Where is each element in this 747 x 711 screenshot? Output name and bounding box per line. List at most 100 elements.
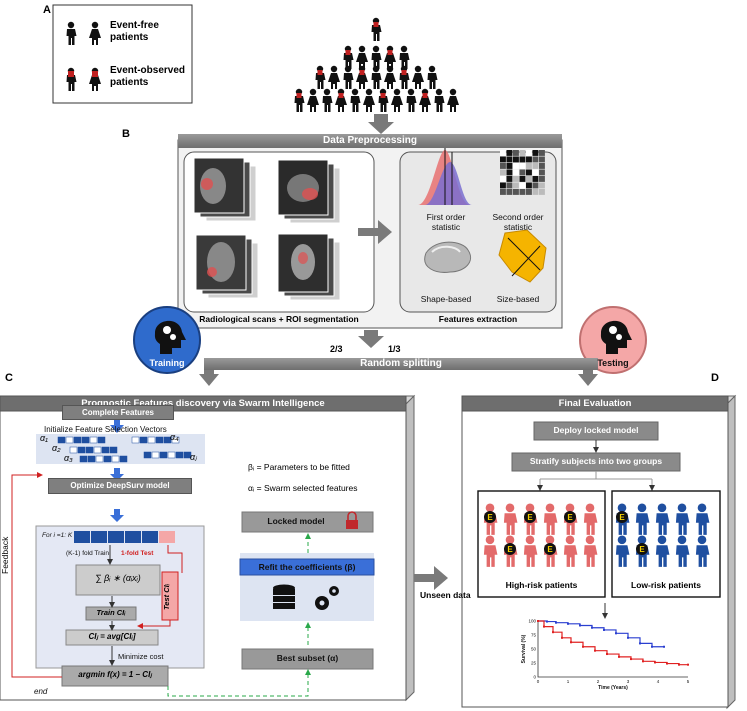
texture-cell [526,189,532,195]
selection-vectors [57,436,192,463]
event-badge [544,543,556,555]
alpha-4: α₄ [170,432,179,442]
vector-cell [97,436,106,444]
init-vectors-label: Initialize Feature Selection Vectors [44,425,167,434]
texture-cell [506,150,513,156]
x-tick-label: 1 [567,679,570,684]
patient-figure [399,45,410,69]
texture-cell [539,150,545,156]
legend-event-observed: Event-observed patients [110,65,186,88]
arrow-to-training [199,368,219,386]
alpha-1: α₁ [40,433,48,443]
preprocessing-title: Data Preprocessing [178,134,562,148]
texture-cell [532,182,539,189]
texture-grid-graphic [500,150,545,195]
vector-cell [93,446,102,454]
database-icon [273,584,295,609]
patient-figure [294,88,305,112]
event-letter: E [527,513,533,522]
arrow-unseen-data [414,566,448,590]
texture-cell [506,169,513,176]
texture-cell [513,156,519,163]
ci-avg-label: CIⱼ = avg[CIᵢ] [88,632,136,641]
patient-figure [412,65,424,89]
y-tick-label: 0 [533,675,536,680]
texture-cell [519,150,526,156]
label-d: D [711,372,719,384]
event-badge [484,511,496,523]
locked-model-box [241,511,374,533]
scan-images [193,157,341,301]
loop-label: For i =1: K [42,532,73,539]
patient-figure [371,17,382,41]
lock-icon [346,511,358,529]
texture-cell [506,182,513,189]
texture-cell [513,176,519,182]
arrow-to-testing [578,368,598,386]
test-ci-label: Test CIᵢ [162,584,171,611]
fold-test-label: 1-fold Test [121,550,154,557]
feedback-loop [11,472,62,678]
alpha-3: α₃ [64,453,73,463]
vector-cell [89,436,98,444]
patient-figure [307,88,319,112]
vector-cell [77,446,86,454]
vector-cell [151,451,160,459]
y-tick-label: 75 [531,633,537,638]
patient-figure [427,65,438,89]
texture-cell [513,189,519,195]
texture-cell [532,169,539,176]
event-letter: E [487,513,493,522]
dashed-path-subset [167,669,311,697]
vector-cell [57,436,66,444]
deploy-label: Deploy locked model [553,425,639,435]
texture-cell [500,176,506,182]
unseen-data-label: Unseen data [420,590,471,600]
stratify-label: Stratify subjects into two groups [529,456,663,466]
label-b: B [122,128,130,140]
texture-cell [532,163,539,169]
test-path [167,545,183,573]
vector-cell [101,446,110,454]
arrow-to-splitting [358,330,384,348]
texture-cell [539,176,545,182]
high-risk-label: High-risk patients [505,580,578,590]
patient-figure [343,45,354,69]
texture-cell [506,189,513,195]
texture-cell [526,163,532,169]
y-tick-label: 25 [531,661,537,666]
patient-population [294,17,459,112]
vector-cell [85,446,94,454]
vector-cell [81,436,90,444]
texture-cell [526,176,532,182]
texture-cell [526,182,532,189]
k1-train-label: (K-1) fold Train [66,550,109,557]
texture-cell [519,182,526,189]
patient-figure [322,88,333,112]
texture-cell [519,169,526,176]
minimize-label: Minimize cost [118,652,164,661]
test-fraction: 1/3 [388,344,401,354]
patient-figure [356,45,368,69]
patient-figure [343,65,354,89]
size-label: Size-based [496,294,540,304]
locked-model-label: Locked model [267,516,325,526]
vector-cell [159,451,168,459]
x-tick-label: 2 [597,679,600,684]
texture-cell [539,163,545,169]
patient-figure [350,88,361,112]
evaluation-title: Final Evaluation [558,398,632,409]
patient-figure [406,88,417,112]
patient-figure [335,88,347,112]
vector-cell [147,436,156,444]
texture-cell [500,182,506,189]
train-fraction: 2/3 [330,344,343,354]
refit-label: Refit the coefficients (β) [258,562,356,572]
texture-cell [506,156,513,163]
vector-cell [73,436,82,444]
patient-figure [384,65,396,89]
vector-cell [183,451,192,459]
vector-cell [69,446,78,454]
chart-series-line [538,620,664,648]
texture-cell [513,182,519,189]
